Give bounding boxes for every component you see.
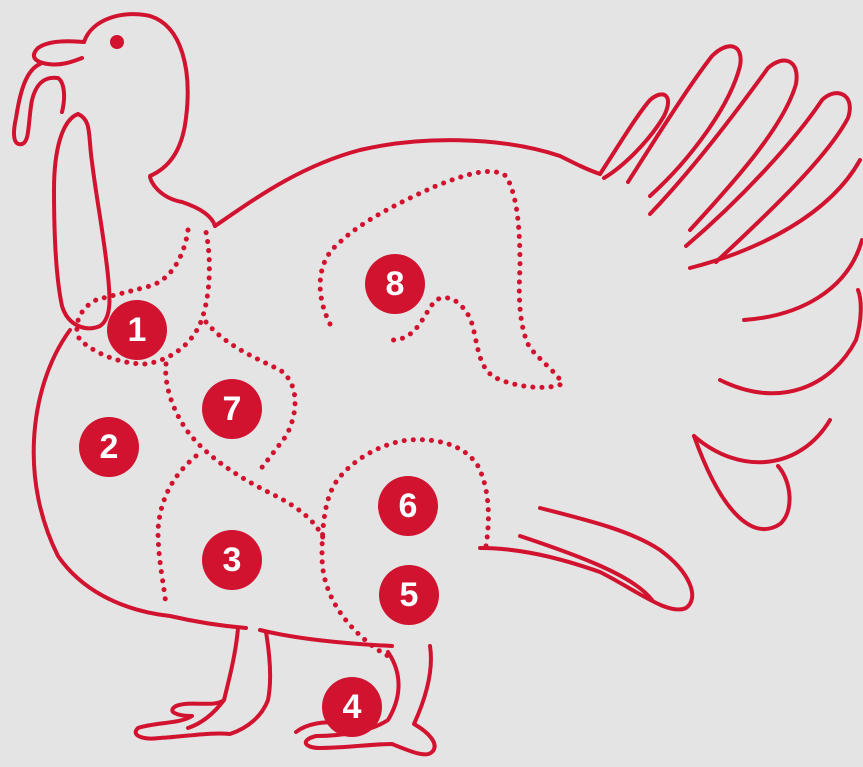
cut-5-6-boundary (322, 440, 488, 658)
cut-badge-8-label: 8 (386, 265, 405, 303)
turkey-body-outline (215, 140, 600, 226)
cut-badge-5-label: 5 (400, 576, 419, 614)
cut-badge-1: 1 (107, 300, 167, 360)
turkey-beak-outline (34, 41, 84, 64)
turkey-eye (110, 35, 124, 49)
cut-badge-2: 2 (79, 417, 139, 477)
turkey-wattle-outline (54, 114, 110, 328)
cut-badge-5: 5 (379, 565, 439, 625)
cut-badge-4: 4 (322, 677, 382, 737)
cut-badge-7-label: 7 (223, 390, 242, 428)
turkey-snood-outline (14, 64, 64, 144)
cut-2-3-divider (158, 456, 196, 606)
turkey-head-outline (84, 14, 215, 226)
cut-badge-7: 7 (202, 379, 262, 439)
cut-badge-3: 3 (202, 530, 262, 590)
cut-badge-1-label: 1 (128, 311, 147, 349)
cut-badge-4-label: 4 (343, 688, 362, 726)
turkey-tail-feathers (480, 46, 862, 609)
cut-8-boundary (320, 171, 562, 387)
cut-badge-2-label: 2 (100, 428, 119, 466)
cut-badge-6: 6 (378, 476, 438, 536)
cut-badge-6-label: 6 (399, 487, 418, 525)
cut-badge-3-label: 3 (223, 541, 242, 579)
cut-badge-8: 8 (365, 254, 425, 314)
cut-boundary-lines (77, 171, 562, 658)
